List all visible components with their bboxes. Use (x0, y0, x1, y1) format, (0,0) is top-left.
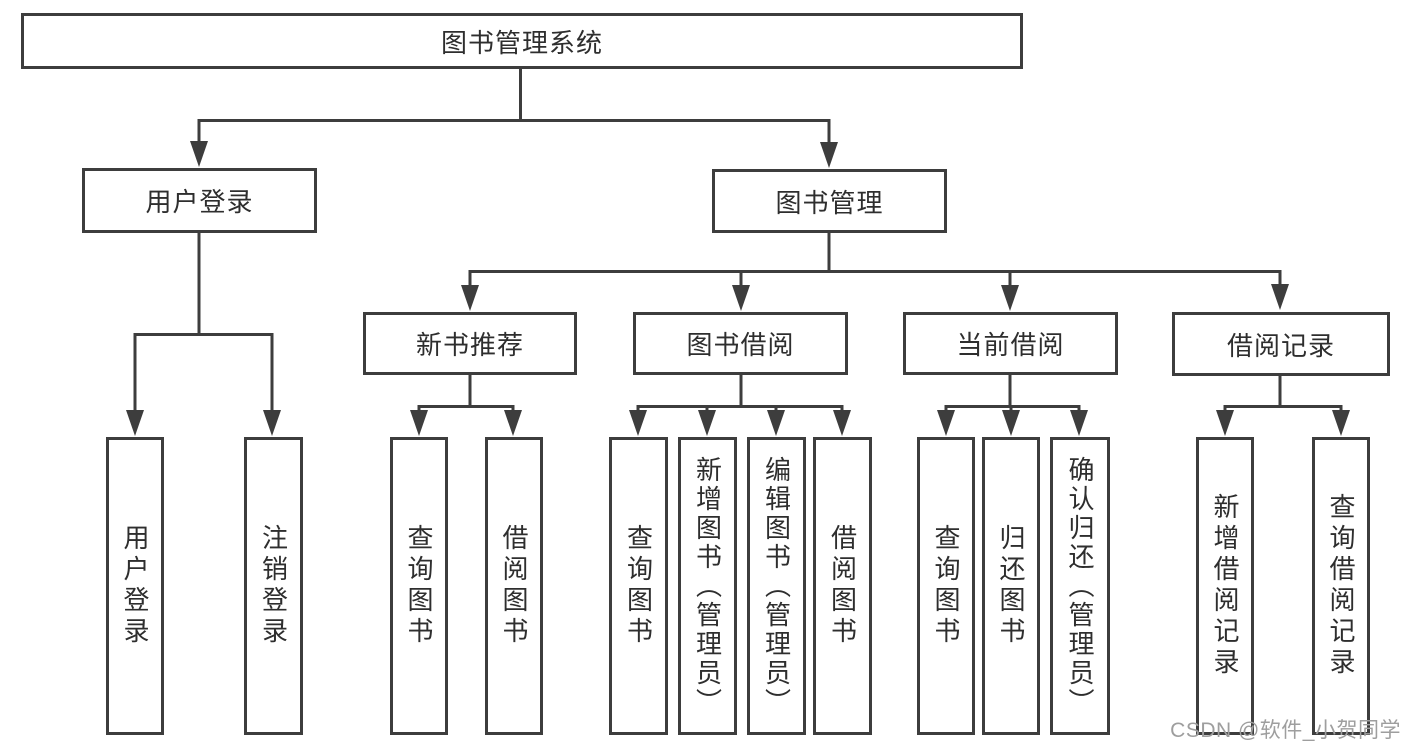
node-bb-edit-book-admin-label: 编辑图书（管理员） (761, 455, 792, 717)
node-nbr-borrow-book-label: 借阅图书 (499, 524, 529, 648)
node-cb-return-book-label: 归还图书 (996, 524, 1026, 648)
node-logout: 注销登录 (244, 437, 303, 735)
node-br-query-record-label: 查询借阅记录 (1326, 493, 1356, 679)
node-root: 图书管理系统 (21, 13, 1023, 69)
node-cb-confirm-return-admin-label: 确认归还（管理员） (1065, 455, 1095, 717)
node-nbr-query-book: 查询图书 (390, 437, 448, 735)
node-borrow-record-label: 借阅记录 (1226, 330, 1335, 361)
node-user-login: 用户登录 (82, 168, 317, 233)
node-new-book-recommend: 新书推荐 (363, 312, 577, 375)
node-book-borrow-label: 图书借阅 (686, 330, 795, 360)
node-nbr-borrow-book: 借阅图书 (485, 437, 543, 735)
node-book-borrow: 图书借阅 (633, 312, 848, 375)
node-br-add-record: 新增借阅记录 (1196, 437, 1254, 735)
node-book-management-label: 图书管理 (775, 187, 884, 218)
node-current-borrow: 当前借阅 (903, 312, 1118, 375)
node-bb-add-book-admin-label: 新增图书（管理员） (692, 455, 723, 717)
node-borrow-record: 借阅记录 (1172, 312, 1390, 376)
node-cb-confirm-return-admin: 确认归还（管理员） (1050, 437, 1110, 735)
node-bb-borrow-book-label: 借阅图书 (827, 524, 858, 648)
node-cb-query-book: 查询图书 (917, 437, 975, 735)
node-user-login-label: 用户登录 (145, 187, 254, 217)
node-user-login-leaf-label: 用户登录 (120, 524, 150, 648)
node-book-management: 图书管理 (712, 169, 947, 233)
node-user-login-leaf: 用户登录 (106, 437, 164, 735)
node-cb-query-book-label: 查询图书 (931, 524, 961, 648)
node-bb-borrow-book: 借阅图书 (813, 437, 872, 735)
node-bb-query-book: 查询图书 (609, 437, 668, 735)
node-bb-edit-book-admin: 编辑图书（管理员） (747, 437, 806, 735)
node-nbr-query-book-label: 查询图书 (404, 524, 434, 648)
node-logout-label: 注销登录 (258, 524, 289, 648)
node-br-query-record: 查询借阅记录 (1312, 437, 1370, 735)
node-br-add-record-label: 新增借阅记录 (1210, 493, 1240, 679)
node-new-book-recommend-label: 新书推荐 (415, 330, 524, 360)
node-current-borrow-label: 当前借阅 (956, 330, 1065, 360)
node-bb-query-book-label: 查询图书 (623, 524, 654, 648)
node-bb-add-book-admin: 新增图书（管理员） (678, 437, 737, 735)
node-root-label: 图书管理系统 (440, 27, 603, 58)
node-cb-return-book: 归还图书 (982, 437, 1040, 735)
csdn-watermark: CSDN @软件_小贺同学 (1170, 719, 1401, 742)
